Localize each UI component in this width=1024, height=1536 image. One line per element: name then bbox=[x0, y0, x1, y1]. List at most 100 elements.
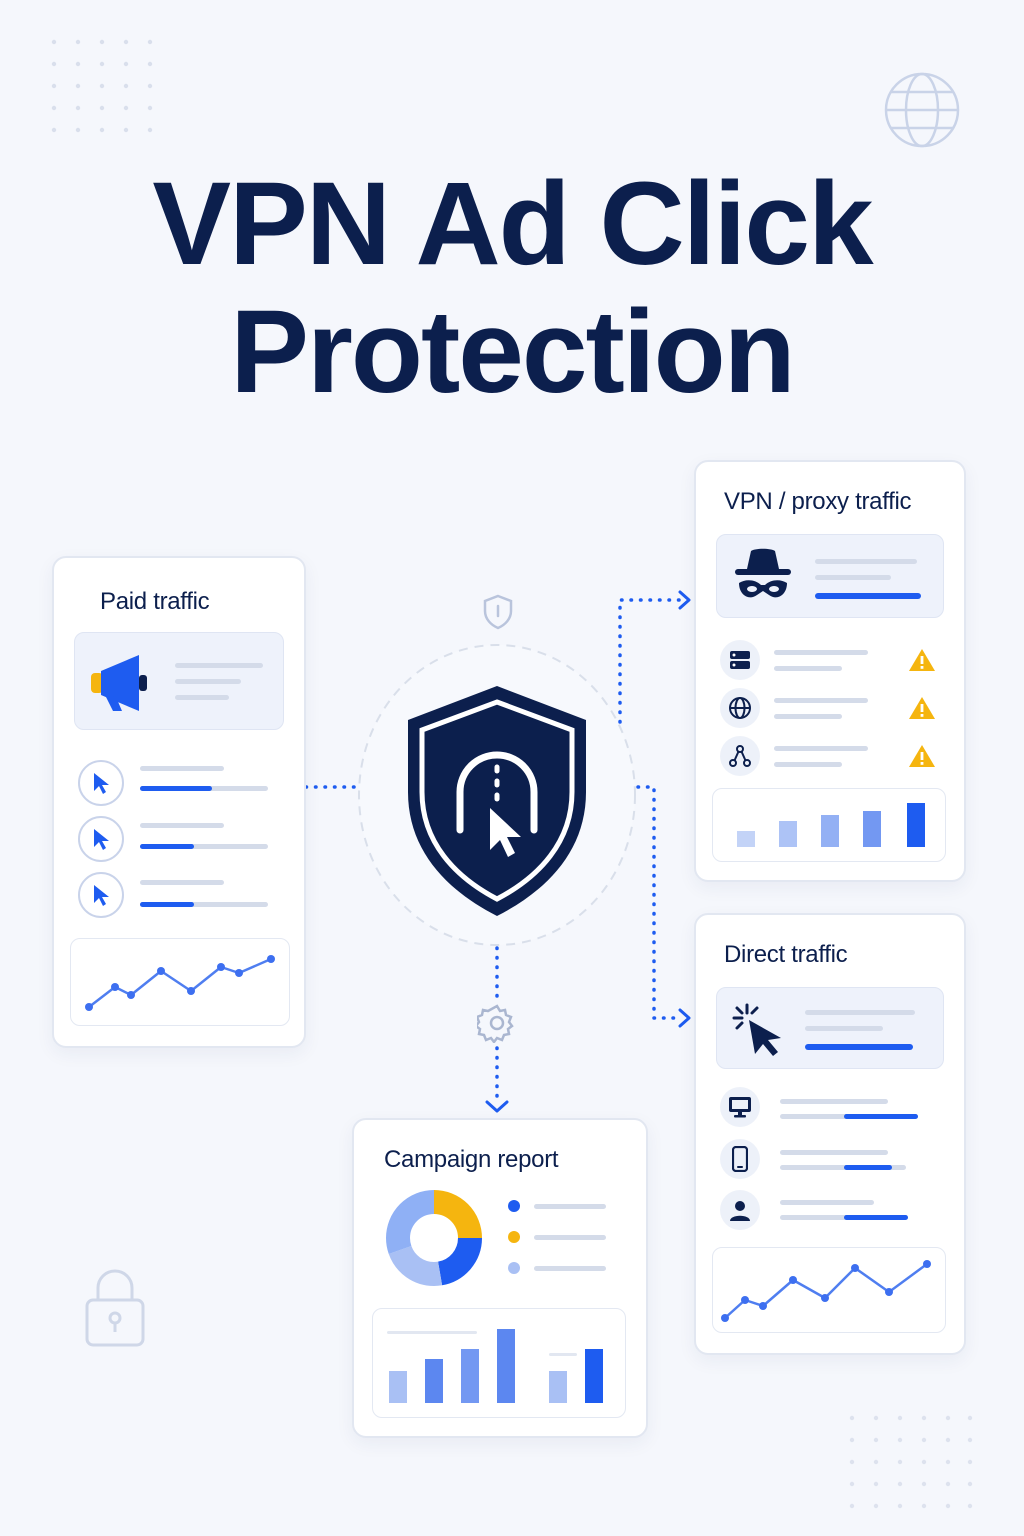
direct-header-line-2 bbox=[805, 1026, 883, 1031]
paid-header-line-2 bbox=[175, 679, 241, 684]
campaign-report-title: Campaign report bbox=[384, 1146, 559, 1173]
title-line-1: VPN Ad Click bbox=[152, 158, 873, 290]
shield-cursor-icon bbox=[408, 686, 586, 916]
direct-row-3-icon bbox=[720, 1190, 760, 1230]
gear-icon bbox=[477, 1004, 514, 1043]
cursor-icon bbox=[94, 773, 109, 794]
report-bar-6 bbox=[585, 1349, 603, 1403]
warning-icon bbox=[909, 745, 935, 767]
paid-traffic-title: Paid traffic bbox=[100, 588, 210, 615]
legend-line-1 bbox=[534, 1204, 606, 1209]
legend-line-3 bbox=[534, 1266, 606, 1271]
arrowhead-report bbox=[485, 1100, 509, 1113]
direct-row-1-fill bbox=[844, 1114, 918, 1119]
vpn-row-3-icon bbox=[720, 736, 760, 776]
paid-row-2-fill bbox=[140, 844, 194, 849]
network-icon bbox=[729, 745, 751, 767]
paid-header-line-1 bbox=[175, 663, 263, 668]
vpn-bars bbox=[737, 803, 925, 847]
report-bar-3 bbox=[461, 1349, 479, 1403]
megaphone-icon bbox=[91, 655, 147, 711]
vpn-proxy-card: VPN / proxy traffic bbox=[694, 460, 966, 882]
vpn-bar-3 bbox=[821, 815, 839, 847]
vpn-row-1-icon bbox=[720, 640, 760, 680]
direct-row-3-fill bbox=[844, 1215, 908, 1220]
warning-icon bbox=[909, 697, 935, 719]
report-bar-1 bbox=[389, 1371, 407, 1403]
vpn-row-2-line-1 bbox=[774, 698, 868, 703]
vpn-proxy-title: VPN / proxy traffic bbox=[724, 488, 912, 515]
vpn-header-tile bbox=[716, 534, 944, 618]
donut-segment-mid bbox=[386, 1190, 482, 1286]
globe-icon bbox=[884, 72, 960, 148]
report-bars bbox=[387, 1329, 603, 1403]
vpn-bar-4 bbox=[863, 811, 881, 847]
title-line-2: Protection bbox=[230, 286, 796, 418]
direct-row-2-fill bbox=[844, 1165, 892, 1170]
direct-trend-line bbox=[721, 1260, 931, 1322]
direct-row-1-line-1 bbox=[780, 1099, 888, 1104]
paid-click-row-2 bbox=[78, 816, 124, 862]
cursor-icon bbox=[94, 829, 109, 850]
direct-traffic-card: Direct traffic bbox=[694, 913, 966, 1355]
legend-dot-amber bbox=[508, 1231, 520, 1243]
campaign-report-card: Campaign report bbox=[352, 1118, 648, 1438]
small-shield-icon bbox=[483, 594, 513, 630]
paid-trend-line bbox=[85, 955, 275, 1011]
paid-click-row-3 bbox=[78, 872, 124, 918]
dot-grid-bottom-right bbox=[849, 1415, 973, 1509]
direct-row-2-track bbox=[780, 1165, 906, 1170]
paid-header-tile bbox=[74, 632, 284, 730]
paid-row-3-line bbox=[140, 880, 224, 885]
paid-row-3-track bbox=[140, 902, 268, 907]
paid-header-line-3 bbox=[175, 695, 229, 700]
vpn-header-line-2 bbox=[815, 575, 891, 580]
paid-trend-chart bbox=[70, 938, 290, 1026]
paid-click-row-1 bbox=[78, 760, 124, 806]
paid-row-2-line bbox=[140, 823, 224, 828]
click-cursor-icon bbox=[732, 1003, 781, 1056]
report-bar-4 bbox=[497, 1329, 515, 1403]
server-icon bbox=[730, 651, 750, 669]
report-donut-chart bbox=[386, 1190, 482, 1286]
legend-line-2 bbox=[534, 1235, 606, 1240]
direct-row-1-icon bbox=[720, 1087, 760, 1127]
direct-header-tile bbox=[716, 987, 944, 1069]
direct-trend-chart bbox=[712, 1247, 946, 1333]
arrowhead-direct bbox=[678, 1008, 691, 1028]
direct-traffic-title: Direct traffic bbox=[724, 941, 848, 968]
warning-icon bbox=[909, 649, 935, 671]
vpn-row-3-line-2 bbox=[774, 762, 842, 767]
vpn-row-2-icon bbox=[720, 688, 760, 728]
report-bar-chart bbox=[372, 1308, 626, 1418]
vpn-bar-chart bbox=[712, 788, 946, 862]
user-icon bbox=[730, 1201, 750, 1221]
dot-grid-top-left bbox=[51, 39, 153, 133]
monitor-icon bbox=[729, 1097, 751, 1118]
lock-icon bbox=[85, 1269, 145, 1347]
report-bar-5 bbox=[549, 1371, 567, 1403]
direct-header-line-1 bbox=[805, 1010, 915, 1015]
vpn-bar-5 bbox=[907, 803, 925, 847]
page-title: VPN Ad Click Protection bbox=[0, 160, 1024, 416]
direct-row-2-line-1 bbox=[780, 1150, 888, 1155]
report-legend bbox=[508, 1200, 606, 1274]
legend-dot-light bbox=[508, 1262, 520, 1274]
vpn-header-line-3 bbox=[815, 593, 921, 599]
vpn-row-2-line-2 bbox=[774, 714, 842, 719]
vpn-bar-2 bbox=[779, 821, 797, 847]
incognito-icon bbox=[735, 548, 791, 598]
arrowhead-vpn bbox=[678, 590, 691, 610]
report-grid-line-2 bbox=[549, 1353, 577, 1356]
paid-row-1-line bbox=[140, 766, 224, 771]
paid-traffic-card: Paid traffic bbox=[52, 556, 306, 1048]
globe-icon bbox=[729, 697, 751, 719]
paid-row-3-fill bbox=[140, 902, 194, 907]
phone-icon bbox=[732, 1146, 748, 1172]
direct-header-line-3 bbox=[805, 1044, 913, 1050]
vpn-bar-1 bbox=[737, 831, 755, 847]
vpn-header-line-1 bbox=[815, 559, 917, 564]
report-bar-2 bbox=[425, 1359, 443, 1403]
legend-dot-blue bbox=[508, 1200, 520, 1212]
connector-shield-to-vpn bbox=[618, 598, 682, 724]
